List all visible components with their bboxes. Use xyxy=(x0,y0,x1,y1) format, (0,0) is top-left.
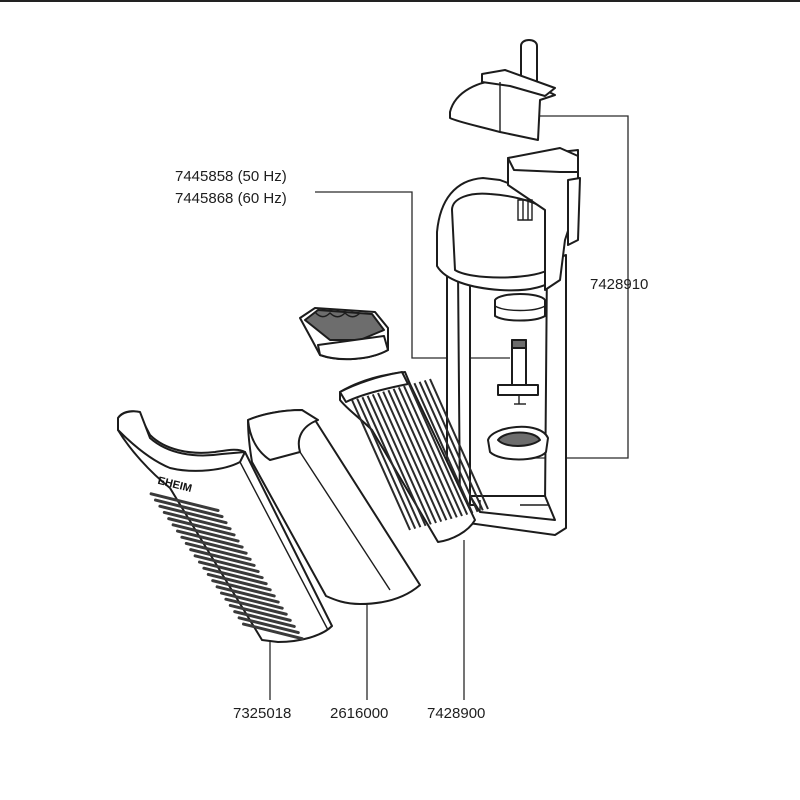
part-label-motor-60hz: 7445868 (60 Hz) xyxy=(175,190,287,207)
motor-impeller xyxy=(497,339,539,405)
filter-frame-ribs xyxy=(351,378,489,531)
front-cover xyxy=(117,410,333,643)
part-label-filter-sponge: 2616000 xyxy=(330,705,389,722)
front-cover-slot xyxy=(189,548,256,567)
filter-sponge xyxy=(247,409,421,605)
filter-frame-rib xyxy=(356,398,417,530)
filter-frame-rib xyxy=(403,385,463,517)
front-cover-slot xyxy=(158,504,228,525)
front-cover-slot xyxy=(215,585,280,604)
motor-sponge xyxy=(299,307,389,361)
filter-frame-rib xyxy=(371,393,432,525)
filter-frame-rib xyxy=(423,379,484,511)
front-cover-slot xyxy=(224,597,288,616)
front-cover-slot xyxy=(228,603,292,622)
filter-frame-rib xyxy=(382,391,443,523)
part-label-housing: 7428910 xyxy=(590,276,649,293)
part-label-front-cover: 7325018 xyxy=(233,705,292,722)
filter-frame-rib xyxy=(429,378,489,510)
front-cover-slot xyxy=(184,541,252,561)
housing-top-cap xyxy=(449,39,556,141)
front-cover-slot xyxy=(175,529,244,549)
front-cover-slot xyxy=(153,498,224,519)
top-border xyxy=(0,0,800,2)
front-cover-slot xyxy=(162,510,232,531)
front-cover-slot xyxy=(167,517,236,537)
housing-bottom-cup xyxy=(487,425,549,461)
filter-frame-rib xyxy=(397,386,458,518)
filter-frame xyxy=(339,371,489,543)
filter-frame-rib xyxy=(418,381,479,513)
front-cover-slot xyxy=(219,591,284,610)
filter-frame-rib xyxy=(392,388,453,520)
front-cover-ribs xyxy=(149,492,304,641)
filter-frame-rib xyxy=(408,384,469,516)
front-cover-slot xyxy=(149,492,220,513)
front-cover-slot xyxy=(206,572,272,592)
filter-frame-rib xyxy=(387,389,448,521)
housing-head xyxy=(436,147,581,322)
front-cover-slot xyxy=(241,622,304,641)
filter-frame-rib xyxy=(377,392,437,524)
filter-frame-rib xyxy=(351,399,411,531)
front-cover-slot xyxy=(211,579,276,598)
front-cover-slot xyxy=(233,610,296,628)
front-cover-slot xyxy=(202,566,268,586)
filter-frame-rib xyxy=(413,382,474,514)
front-cover-slot xyxy=(180,535,248,555)
front-cover-slot xyxy=(171,523,240,543)
filter-frame-rib xyxy=(366,395,427,527)
part-label-filter-frame: 7428900 xyxy=(427,705,486,722)
part-label-motor-50hz: 7445858 (50 Hz) xyxy=(175,168,287,185)
filter-frame-rib xyxy=(361,396,422,528)
front-cover-slot xyxy=(237,616,300,635)
front-cover-slot xyxy=(193,554,260,574)
front-cover-slot xyxy=(197,560,264,580)
